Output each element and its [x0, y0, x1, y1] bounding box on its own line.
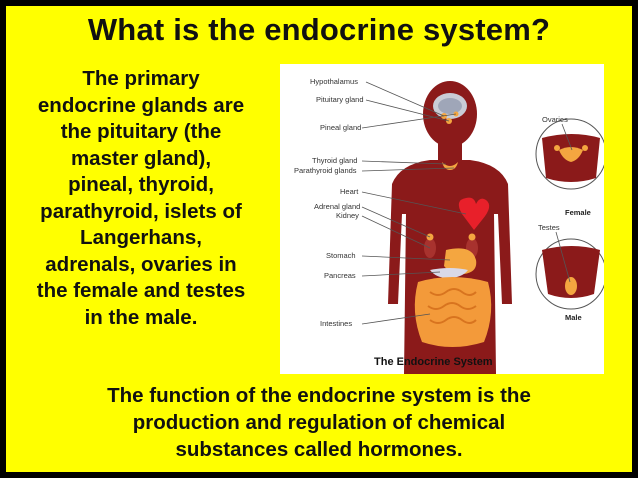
pancreas: [430, 268, 468, 278]
glands-line: the female and testes: [36, 279, 246, 302]
label-pituitary: Pituitary gland: [316, 95, 364, 104]
heart: [458, 197, 490, 230]
endocrine-system-figure: Hypothalamus Pituitary gland Pineal glan…: [280, 64, 604, 374]
function-description: The function of the endocrine system is …: [6, 382, 632, 463]
label-heart: Heart: [340, 187, 359, 196]
label-kidney: Kidney: [336, 211, 359, 220]
slide-title: What is the endocrine system?: [87, 12, 551, 47]
label-pancreas: Pancreas: [324, 271, 356, 280]
male-inset: [535, 238, 604, 310]
label-intestines: Intestines: [320, 319, 352, 328]
label-thyroid: Thyroid gland: [312, 156, 357, 165]
label-testes: Testes: [538, 223, 560, 232]
leader-lines: [361, 81, 573, 325]
label-ovaries: Ovaries: [542, 115, 568, 124]
label-stomach: Stomach: [326, 251, 356, 260]
glands-line: pineal, thyroid,: [68, 173, 214, 196]
label-parathyroid: Parathyroid glands: [294, 166, 357, 175]
label-adrenal: Adrenal gland: [314, 202, 360, 211]
glands-line: endocrine glands are: [37, 93, 245, 117]
glands-description: The primary endocrine glands are the pit…: [10, 66, 272, 331]
female-inset: [535, 118, 604, 190]
glands-line: adrenals, ovaries in: [45, 252, 237, 276]
brain: [433, 93, 467, 119]
glands-line: master gland),: [70, 146, 212, 170]
glands-line: in the male.: [84, 305, 198, 329]
glands-line: Langerhans,: [80, 226, 202, 249]
stomach: [444, 248, 477, 275]
label-pineal: Pineal gland: [320, 123, 361, 132]
glands-line: The primary: [82, 67, 200, 90]
figure-caption: The Endocrine System: [374, 356, 493, 368]
glands-line: parathyroid, islets of: [40, 199, 242, 223]
slide: What is the endocrine system? The primar…: [6, 6, 632, 472]
intestines: [414, 277, 492, 347]
function-line: The function of the endocrine system is …: [107, 384, 531, 407]
anatomy-illustration: Hypothalamus Pituitary gland Pineal glan…: [294, 77, 604, 374]
label-male: Male: [565, 313, 582, 322]
function-line: substances called hormones.: [175, 438, 463, 461]
function-line: production and regulation of chemical: [132, 411, 506, 434]
label-hypothalamus: Hypothalamus: [310, 77, 358, 86]
adrenal-gland: [468, 233, 476, 241]
label-female: Female: [565, 208, 591, 217]
glands-line: the pituitary (the: [60, 120, 222, 143]
